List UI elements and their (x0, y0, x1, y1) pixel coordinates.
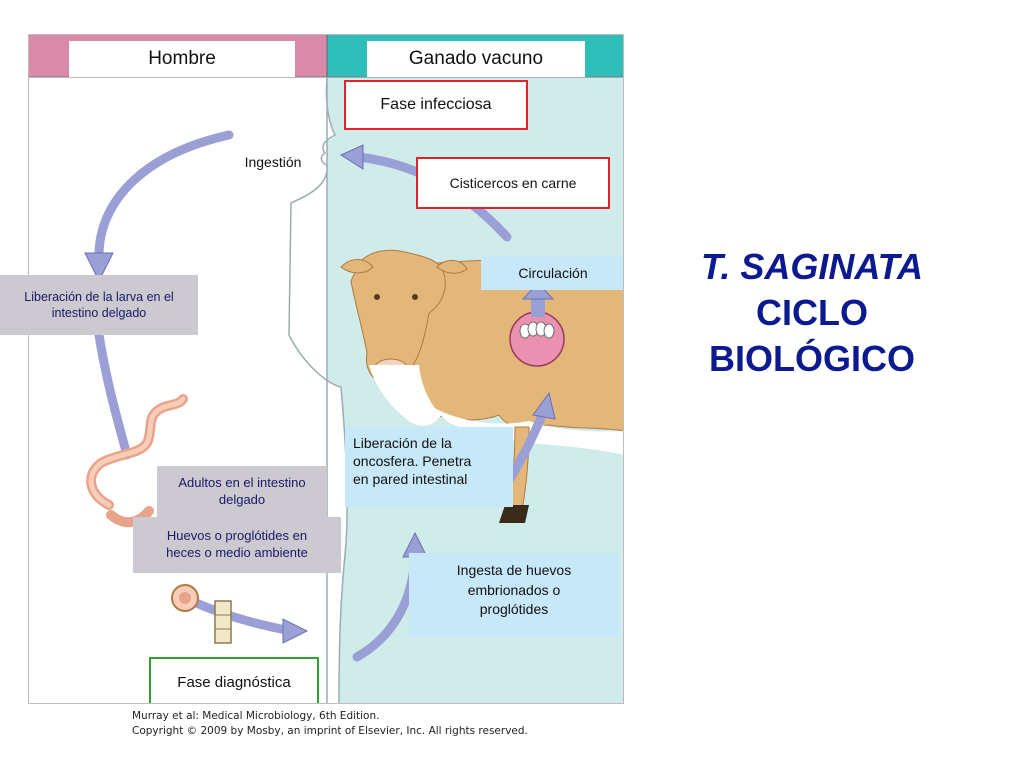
cow-illustration (340, 249, 623, 523)
arrow-heads (84, 144, 556, 644)
proglottid-illustration (214, 600, 232, 644)
larva-release-box: Liberación de la larva en el intestino d… (0, 275, 198, 335)
diagnostic-stage-box: Fase diagnóstica (149, 657, 319, 703)
tapeworm-illustration (86, 394, 188, 528)
adults-box: Adultos en el intestino delgado (157, 466, 327, 518)
slide-title: T. SAGINATA CICLO BIOLÓGICO (640, 244, 984, 382)
eggs-line-1: Huevos o proglótides en (166, 528, 308, 544)
oncosphere-line-2: oncosfera. Penetra (353, 452, 472, 469)
egg-ingestion-line-1: Ingesta de huevos (456, 562, 572, 578)
credit-line-2: Copyright © 2009 by Mosby, an imprint of… (132, 725, 528, 738)
larva-release-line-1: Liberación de la larva en el (24, 289, 174, 304)
human-header-label: Hombre (69, 41, 295, 77)
title-line-3: BIOLÓGICO (709, 338, 915, 380)
egg-ingestion-line-2: embrionados o (467, 581, 561, 598)
ingestion-label: Ingestión (227, 149, 319, 175)
eggs-line-2: heces o medio ambiente (166, 545, 308, 560)
adults-line-2: delgado (218, 492, 266, 507)
oncosphere-line-3: en pared intestinal (353, 470, 468, 487)
life-cycle-figure: Hombre Ganado vacuno Fase infecciosa Ing… (28, 34, 624, 704)
title-species: T. SAGINATA (701, 246, 923, 287)
circulation-box: Circulación (481, 256, 623, 290)
eggs-box: Huevos o proglótides en heces o medio am… (133, 517, 341, 573)
cysticerci-box: Cisticercos en carne (416, 157, 610, 209)
credit-line-1: Murray et al: Medical Microbiology, 6th … (132, 710, 380, 722)
title-line-2: CICLO (756, 292, 868, 334)
egg-ingestion-box: Ingesta de huevos embrionados o proglóti… (409, 553, 619, 637)
figure-credit: Murray et al: Medical Microbiology, 6th … (132, 709, 528, 739)
oncosphere-line-1: Liberación de la (353, 435, 452, 451)
adults-line-1: Adultos en el intestino (178, 475, 306, 491)
larva-release-line-2: intestino delgado (51, 306, 147, 320)
cattle-header-label: Ganado vacuno (367, 41, 585, 77)
egg-ingestion-line-3: proglótides (479, 601, 549, 618)
oncosphere-release-box: Liberación de la oncosfera. Penetra en p… (345, 427, 513, 507)
infective-stage-box: Fase infecciosa (344, 80, 528, 130)
